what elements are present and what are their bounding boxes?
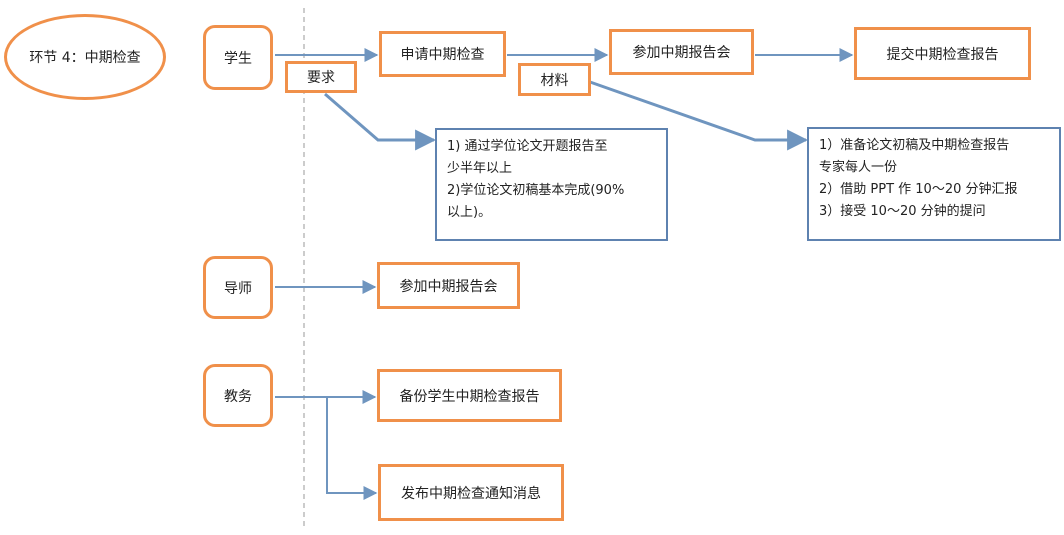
step-publish-text: 发布中期检查通知消息 (401, 485, 541, 502)
step-advisor-attend-report: 参加中期报告会 (377, 262, 520, 309)
materials-box: 1）准备论文初稿及中期检查报告 专家每人一份 2）借助 PPT 作 10～20 … (807, 127, 1061, 241)
step-submit-text: 提交中期检查报告 (886, 46, 999, 63)
step-backup-midterm-report: 备份学生中期检查报告 (377, 369, 562, 422)
step-backup-text: 备份学生中期检查报告 (399, 388, 540, 405)
materials-tag-text: 材料 (540, 72, 569, 89)
materials-line: 3）接受 10～20 分钟的提问 (819, 204, 986, 219)
stage-label-text: 环节 4：中期检查 (29, 50, 141, 66)
step-submit-midterm-report: 提交中期检查报告 (854, 27, 1031, 80)
role-academic-affairs-text: 教务 (224, 388, 252, 405)
materials-tag: 材料 (518, 63, 591, 96)
materials-line: 专家每人一份 (819, 160, 898, 175)
arrow-materials (589, 80, 809, 151)
role-academic-affairs: 教务 (203, 364, 273, 427)
role-advisor-text: 导师 (224, 280, 252, 297)
stage-label: 环节 4：中期检查 (4, 14, 166, 100)
materials-line: 1）准备论文初稿及中期检查报告 (819, 138, 1010, 153)
arrow-affairs-to-publish (326, 397, 378, 500)
step-advisor-attend-text: 参加中期报告会 (399, 278, 498, 295)
step-attend-midterm-report: 参加中期报告会 (609, 29, 754, 75)
requirements-line: 以上)。 (447, 205, 492, 220)
requirements-line: 2)学位论文初稿基本完成(90% (447, 183, 625, 198)
requirements-tag: 要求 (285, 61, 357, 93)
step-apply-midterm-check: 申请中期检查 (379, 31, 506, 77)
role-student-text: 学生 (224, 50, 252, 67)
step-apply-text: 申请中期检查 (400, 47, 485, 63)
requirements-box: 1) 通过学位论文开题报告至 少半年以上 2)学位论文初稿基本完成(90% 以上… (435, 128, 668, 241)
step-attend-text: 参加中期报告会 (632, 45, 731, 61)
role-advisor: 导师 (203, 256, 273, 319)
arrow-requirements (324, 92, 437, 151)
requirements-tag-text: 要求 (307, 70, 335, 86)
requirements-line: 1) 通过学位论文开题报告至 (447, 139, 608, 154)
step-publish-midterm-notice: 发布中期检查通知消息 (378, 464, 564, 521)
requirements-line: 少半年以上 (447, 161, 513, 176)
role-student: 学生 (203, 25, 273, 90)
materials-line: 2）借助 PPT 作 10～20 分钟汇报 (819, 182, 1018, 197)
